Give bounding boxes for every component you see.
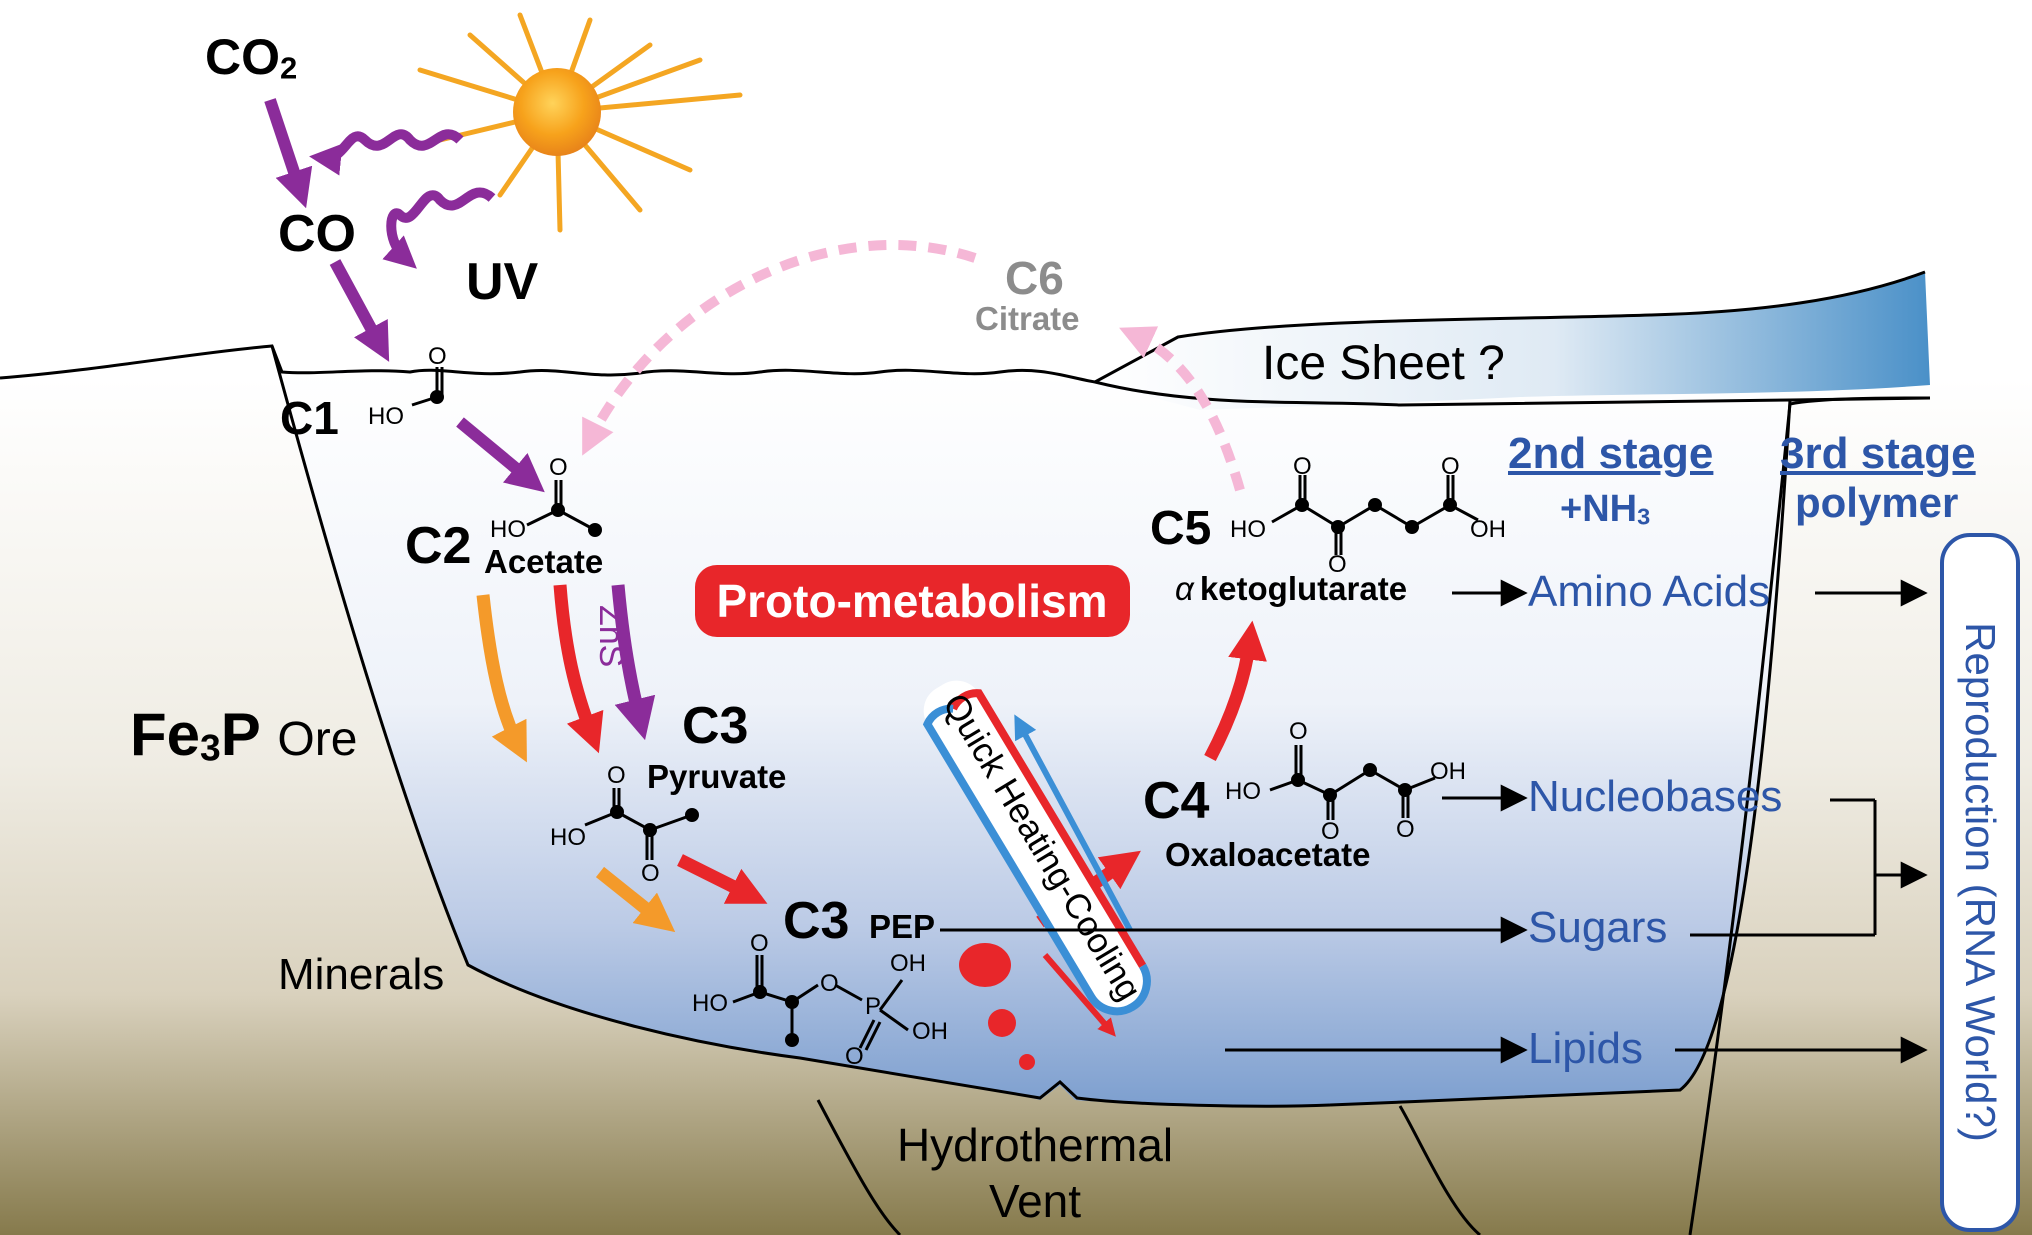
pyruvate-ho: HO xyxy=(550,824,586,851)
c4-o-top: O xyxy=(1289,718,1308,745)
c2-o: O xyxy=(549,454,568,481)
product-sugars: Sugars xyxy=(1528,903,1668,952)
c5-o-left: O xyxy=(1293,453,1312,480)
arrow-c5-to-c6 xyxy=(1119,326,1245,492)
c4-name: Oxaloacetate xyxy=(1165,836,1371,873)
co2-label: CO2 xyxy=(205,29,298,86)
pep-o-top: O xyxy=(750,930,769,957)
uv-wave-arrow-bottom xyxy=(382,187,496,269)
arrow-c6-to-c2 xyxy=(582,240,977,456)
c5-o-keto: O xyxy=(1328,551,1347,578)
arrow-c4-to-c5 xyxy=(1204,620,1267,762)
water-surface-line xyxy=(0,344,1931,407)
c4-ho: HO xyxy=(1225,778,1261,805)
arrow-c3-to-pep-red xyxy=(677,854,768,904)
fe3p-ore-label: Fe3P Ore xyxy=(130,701,358,769)
c3-pep-name: PEP xyxy=(869,908,936,945)
stage2-subtitle: +NH3 xyxy=(1560,488,1651,530)
c4-o-right: O xyxy=(1396,816,1415,843)
stage3-title: 3rd stage xyxy=(1780,429,1976,478)
arrow-c2-to-c3-purple xyxy=(611,584,656,741)
pyruvate-o-top: O xyxy=(607,762,626,789)
c3-pyruvate-name: Pyruvate xyxy=(647,758,787,795)
zns-label: ZnS xyxy=(592,605,630,668)
pep-p: P xyxy=(865,993,882,1020)
arrow-c1-to-c2 xyxy=(456,417,545,493)
c4-o-mid: O xyxy=(1321,818,1340,845)
c6-name: Citrate xyxy=(975,300,1080,337)
basin-right-wall-inner xyxy=(1329,399,1792,1107)
proto-metabolism-box xyxy=(695,565,1130,637)
product-lipids: Lipids xyxy=(1528,1024,1643,1073)
minerals-label: Minerals xyxy=(278,950,445,999)
uv-wave-arrow-top xyxy=(309,129,464,176)
basin-right-wall-outer xyxy=(1688,396,1931,1235)
pep-oh-top: OH xyxy=(890,950,926,977)
pep-o-phosphate: O xyxy=(845,1043,864,1070)
co-label: CO xyxy=(278,205,356,263)
pep-ho: HO xyxy=(692,990,728,1017)
quick-heating-cooling-bar xyxy=(922,680,1151,1037)
reproduction-label: Reproduction (RNA World?) xyxy=(1957,622,2004,1142)
stage3-subtitle: polymer xyxy=(1795,479,1959,526)
c5-ho: HO xyxy=(1230,516,1266,543)
molecule-atoms xyxy=(430,390,1457,1047)
stage2-title: 2nd stage xyxy=(1508,429,1714,478)
c3-pyruvate-code: C3 xyxy=(682,697,749,755)
c2-code: C2 xyxy=(405,517,472,575)
arrow-c2-to-c3-red xyxy=(553,584,604,754)
c6-code: C6 xyxy=(1005,252,1064,304)
basin-left-wall xyxy=(270,345,1331,1108)
bubble-small xyxy=(1019,1054,1035,1070)
arrow-c3-to-pep-orange xyxy=(595,866,676,933)
c1-ho: HO xyxy=(368,403,404,430)
product-amino-acids: Amino Acids xyxy=(1528,567,1771,616)
arrow-co-to-c1 xyxy=(329,259,390,362)
bubble-medium xyxy=(988,1009,1016,1037)
c5-o-right: O xyxy=(1441,453,1460,480)
c1-code: C1 xyxy=(280,392,339,444)
output-lines xyxy=(940,579,1928,1064)
pyruvate-o-bottom: O xyxy=(641,860,660,887)
c2-ho: HO xyxy=(490,516,526,543)
ice-sheet-label: Ice Sheet ? xyxy=(1262,337,1505,390)
product-nucleobases: Nucleobases xyxy=(1528,772,1783,821)
uv-label: UV xyxy=(466,253,539,311)
c5-oh: OH xyxy=(1470,516,1506,543)
c4-oh: OH xyxy=(1430,758,1466,785)
c4-code: C4 xyxy=(1143,772,1210,830)
c3-pep-code: C3 xyxy=(783,892,850,950)
bubble-large xyxy=(959,943,1011,987)
sun-icon xyxy=(417,12,743,233)
arrow-c2-to-c3-orange xyxy=(476,594,527,763)
pep-o-link: O xyxy=(820,970,839,997)
ice-sheet-outline xyxy=(1094,270,1926,384)
hydrothermal-vent-outline xyxy=(816,1099,1481,1235)
arrow-co2-to-co xyxy=(264,98,313,209)
c5-code: C5 xyxy=(1150,502,1212,555)
ice-sheet xyxy=(1095,272,1930,410)
pep-oh-bottom: OH xyxy=(912,1018,948,1045)
reproduction-box xyxy=(1940,533,2020,1232)
proto-metabolism-label: Proto-metabolism xyxy=(716,575,1108,627)
c1-o: O xyxy=(428,343,447,370)
c2-name: Acetate xyxy=(484,543,604,580)
